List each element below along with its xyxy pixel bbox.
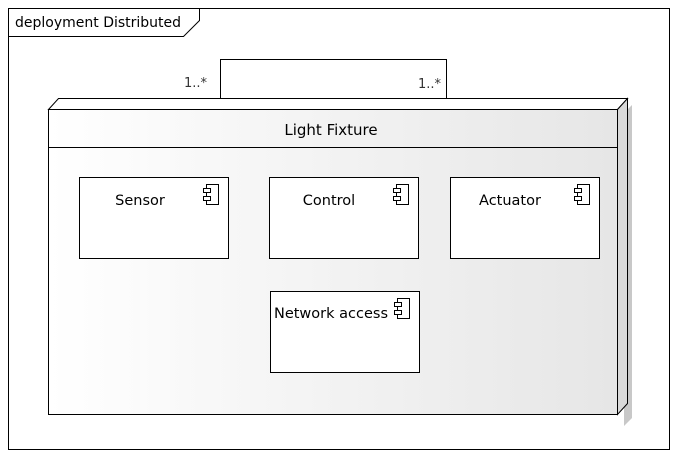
diagram-frame: deployment Distributed <box>8 8 670 450</box>
component-control[interactable]: Control <box>269 177 419 259</box>
target-multiplicity: 1..* <box>418 77 442 92</box>
node-title: Light Fixture <box>284 121 377 139</box>
self-association[interactable]: 1..* 1..* <box>184 59 447 99</box>
source-multiplicity: 1..* <box>184 76 208 91</box>
component-label: Control <box>303 193 355 209</box>
component-actuator[interactable]: Actuator <box>450 177 600 259</box>
node-light-fixture[interactable]: Light Fixture <box>47 97 633 427</box>
component-label: Actuator <box>479 193 541 209</box>
component-sensor[interactable]: Sensor <box>79 177 229 259</box>
component-network-access[interactable]: Network access <box>270 291 420 373</box>
component-label: Network access <box>274 306 388 322</box>
frame-title: deployment Distributed <box>15 15 181 31</box>
component-label: Sensor <box>115 193 165 209</box>
